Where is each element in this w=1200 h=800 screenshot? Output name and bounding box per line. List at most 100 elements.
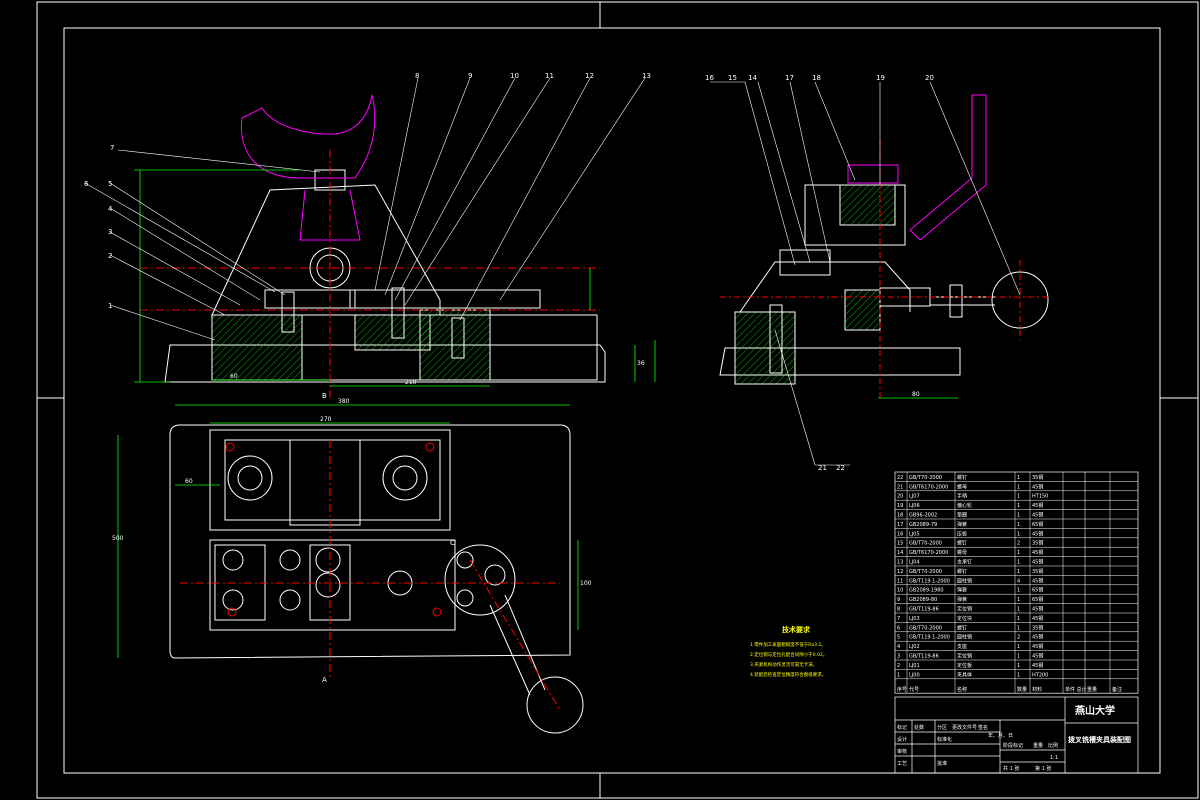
plan-handle-ball: [526, 676, 584, 734]
clamp-plate: [349, 289, 541, 309]
dim-left-offset: 60: [230, 373, 238, 380]
label-12: 12: [585, 72, 594, 80]
bom-cell: 1: [1017, 663, 1020, 669]
bom-cell: 1: [1017, 644, 1020, 650]
tb-stage: 阶段标记: [1003, 742, 1023, 749]
bom-header-cell: 单件 总计: [1065, 686, 1087, 693]
bom-cell: 17: [897, 522, 903, 528]
workpiece-shank: [299, 189, 361, 241]
handle-lever: [909, 94, 987, 241]
bom-cell: 45钢: [1032, 549, 1043, 556]
tb-approve: 批准: [937, 760, 947, 767]
bom-cell: 1: [1017, 569, 1020, 575]
notes-line-3: 3.夹紧机构动作灵活可靠无卡滞。: [750, 661, 817, 668]
bom-cell: 15: [897, 541, 903, 547]
dim-overall-width: 380: [338, 398, 350, 405]
bom-cell: 11: [897, 578, 903, 584]
bom-cell: 螺钉: [957, 474, 967, 481]
label-5: 5: [108, 180, 112, 188]
bom-cell: GB2089-79: [909, 522, 937, 528]
bom-cell: 21: [897, 484, 903, 490]
label-11: 11: [545, 72, 554, 80]
tb-count: 处数: [914, 724, 924, 731]
bom-cell: HT150: [1032, 494, 1048, 500]
side-workpiece-top: [847, 164, 899, 184]
bom-cell: 螺母: [957, 483, 967, 490]
bom-cell: 1: [1017, 560, 1020, 566]
dim-side-height: 500: [112, 535, 124, 542]
label-20: 20: [925, 74, 934, 82]
bolt-center: [391, 287, 405, 339]
bom-cell: 1: [1017, 550, 1020, 556]
bom-cell: 1: [1017, 475, 1020, 481]
bom-cell: 夹具体: [957, 671, 972, 678]
side-collar: [949, 284, 963, 318]
bom-cell: 1: [1017, 672, 1020, 678]
bom-cell: 1: [897, 672, 900, 678]
plan-handle-axis: [469, 559, 561, 711]
section-mark-b: B: [322, 392, 327, 400]
bom-cell: 65钢: [1032, 596, 1043, 603]
front-dimensions: [134, 169, 656, 387]
notes-title: 技术要求: [782, 625, 811, 634]
notes-line-1: 1.零件加工表面粗糙度不低于Ra3.2。: [750, 641, 826, 648]
side-mid-section: [844, 289, 881, 331]
bom-cell: 弹簧: [957, 521, 967, 528]
bom-header-cell: 材料: [1032, 686, 1042, 693]
bom-cell: 20: [897, 494, 903, 500]
plan-ecc-hole-3: [484, 564, 506, 586]
bom-cell: LJ01: [909, 663, 920, 669]
notes-line-4: 4.装配后检查定位精度符合图纸要求。: [750, 671, 826, 678]
tb-date: 年、月、日: [988, 732, 1013, 739]
side-left-block: [734, 311, 796, 385]
bom-cell: 22: [897, 475, 903, 481]
label-10: 10: [510, 72, 519, 80]
bom-cell: 2: [1017, 541, 1020, 547]
drawing-title: 拨叉铣槽夹具装配图: [1068, 735, 1131, 744]
bom-cell: 4: [897, 644, 900, 650]
bom-cell: 65钢: [1032, 587, 1043, 594]
side-bolt: [769, 304, 783, 374]
bom-cell: 6: [897, 625, 900, 631]
tb-std: 标准化: [937, 736, 952, 743]
bom-cell: 垫圈: [957, 512, 967, 519]
bom-cell: 1: [1017, 513, 1020, 519]
plan-lower-plate: [209, 539, 456, 631]
bom-cell: 定位板: [957, 662, 972, 669]
tb-scale-value: 1:1: [1050, 755, 1058, 761]
left-block-section: [211, 314, 303, 381]
bom-cell: 12: [897, 569, 903, 575]
label-1: 1: [108, 302, 112, 310]
bom-cell: 1: [1017, 522, 1020, 528]
bom-header-cell: 序号: [897, 686, 907, 693]
locating-plate: [264, 289, 356, 309]
bom-cell: 定位销: [957, 606, 972, 613]
plan-hole-1: [222, 549, 244, 571]
bom-cell: 2: [1017, 635, 1020, 641]
bom-cell: 5: [897, 635, 900, 641]
side-leaders: [710, 81, 1021, 466]
bom-cell: LJ02: [909, 644, 920, 650]
plan-hole-5: [315, 547, 341, 573]
bom-cell: 45钢: [1032, 559, 1043, 566]
bom-header-cell: 重量: [1087, 686, 1097, 693]
side-view: [719, 184, 1049, 385]
plan-view: [169, 424, 584, 734]
plan-top-plate: [209, 429, 451, 531]
front-leaders: [84, 77, 646, 341]
dim-plan-left: 60: [185, 478, 193, 485]
label-21: 21: [818, 464, 827, 472]
bom-cell: LJ03: [909, 616, 920, 622]
tb-sign: 签名: [978, 724, 988, 731]
bom-cell: 1: [1017, 607, 1020, 613]
bom-cell: 45钢: [1032, 615, 1043, 622]
section-mark-c: C: [450, 539, 455, 547]
bom-cell: LJ04: [909, 560, 920, 566]
plan-pin-4: [432, 607, 442, 617]
bom-cell: 弹簧: [957, 596, 967, 603]
plan-hole-2: [222, 589, 244, 611]
side-clamp: [779, 249, 831, 276]
plan-pin-2: [425, 442, 435, 452]
bom-cell: 45钢: [1032, 653, 1043, 660]
